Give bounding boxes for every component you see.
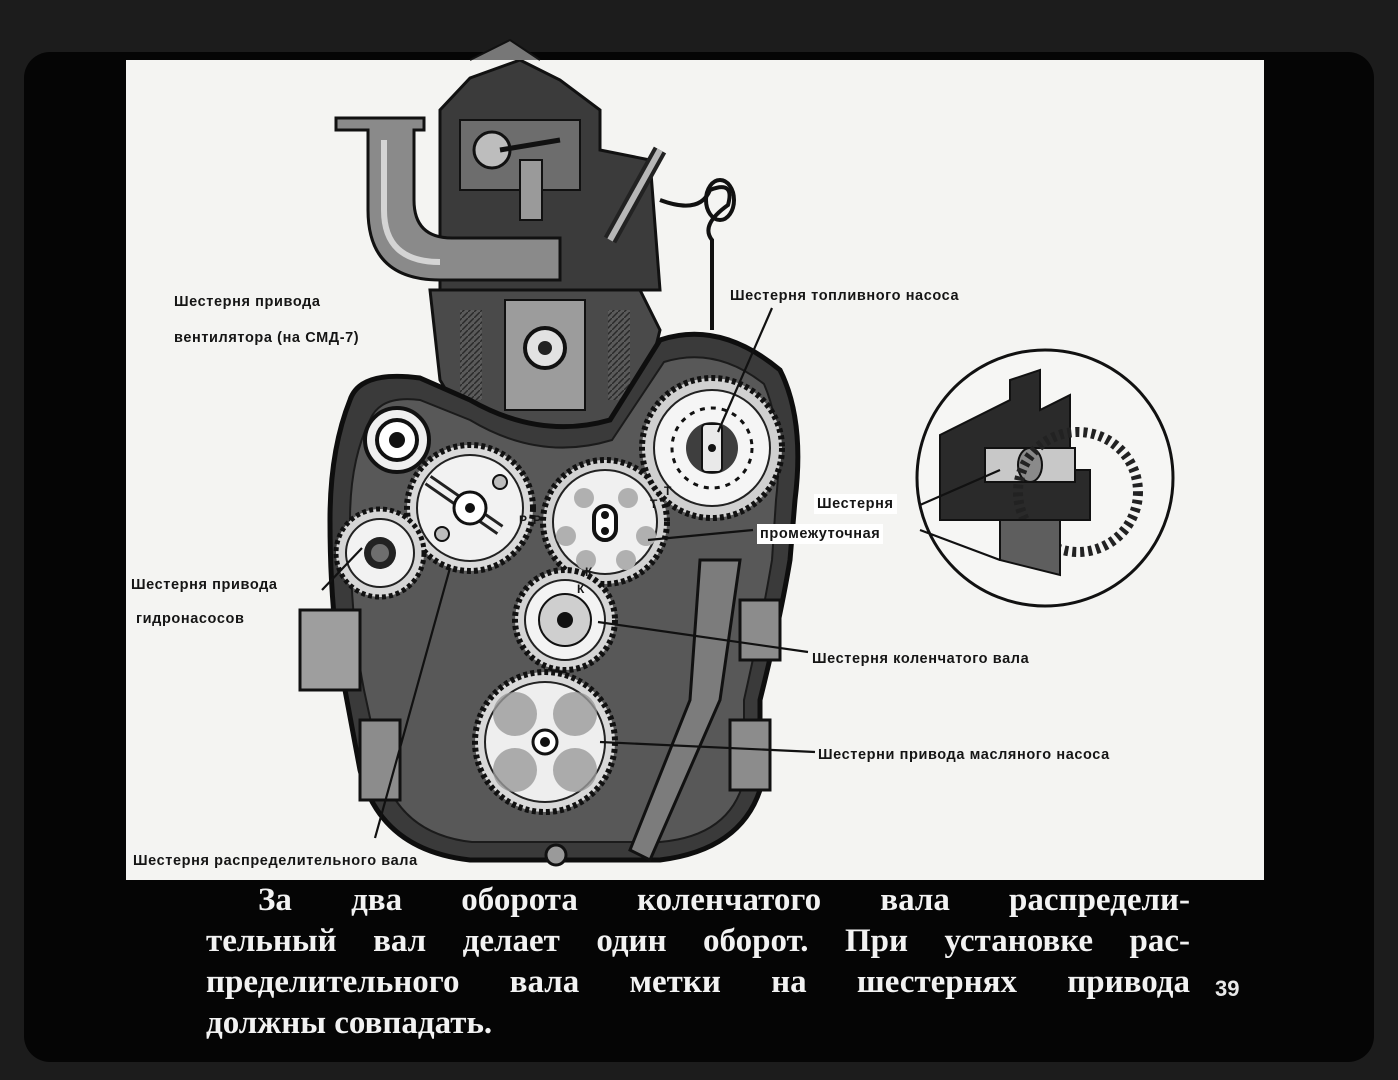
label-crankshaft-gear: Шестерня коленчатого вала	[812, 651, 1030, 667]
intake-elbow	[334, 116, 562, 282]
label-fuel-pump-gear: Шестерня топливного насоса	[730, 288, 960, 304]
label-fan-drive-gear-line1: Шестерня привода	[174, 294, 321, 310]
caption-line-4: должны совпадать.	[206, 1005, 493, 1041]
label-hydraulic-pump-gear-line2: гидронасосов	[136, 611, 245, 627]
caption-line-3: пределительного вала метки на шестернях …	[206, 964, 1190, 1000]
slide-caption: За два оборота коленчатого вала распреде…	[206, 880, 1190, 1044]
caption-line-2: тельный вал делает один оборот. При уста…	[206, 923, 1190, 959]
leader-hydraulic	[321, 547, 363, 591]
caption-line-1: За два оборота коленчатого вала распреде…	[258, 882, 1190, 918]
injector-line	[603, 146, 736, 330]
hydraulic-pump-gear	[333, 506, 427, 600]
leader-lines	[321, 307, 1001, 839]
label-hydraulic-pump-gear-line1: Шестерня привода	[131, 577, 278, 593]
page-number: 39	[1215, 976, 1240, 1001]
oil-pump-gears	[472, 669, 618, 815]
label-camshaft-gear: Шестерня распределительного вала	[133, 853, 418, 869]
gear-mark-r2: Р	[533, 513, 542, 527]
label-fan-drive-gear-line2: вентилятора (на СМД-7)	[174, 330, 360, 346]
crankshaft-gear	[512, 567, 618, 673]
fan-drive-pulley	[363, 406, 431, 474]
label-oil-pump-gears: Шестерни привода масляного насоса	[818, 747, 1110, 763]
camshaft-gear	[404, 442, 536, 574]
leader-oil-pump	[599, 740, 816, 754]
cylinder-head	[438, 38, 662, 292]
inset-detail-circle	[915, 348, 1175, 608]
leader-crankshaft	[597, 620, 809, 654]
side-bracket	[298, 558, 782, 867]
label-idler-gear-line2: промежуточная	[757, 524, 884, 544]
leader-inset-2	[919, 528, 1001, 562]
leader-inset	[919, 468, 1001, 507]
gear-mark-r1: Р	[519, 513, 528, 527]
cylinder-block	[428, 288, 662, 432]
gear-mark-k2: К	[577, 582, 585, 596]
leader-camshaft	[373, 567, 452, 839]
gear-mark-t1: Т	[650, 497, 658, 511]
label-idler-gear-line1: Шестерня	[814, 494, 897, 514]
gear-mark-k1: К	[585, 565, 593, 579]
leader-idler	[647, 528, 754, 542]
idler-gear	[540, 457, 670, 587]
leader-fuel-pump	[716, 307, 774, 433]
gear-mark-t2: Т	[664, 484, 672, 498]
fuel-pump-gear	[639, 375, 785, 521]
